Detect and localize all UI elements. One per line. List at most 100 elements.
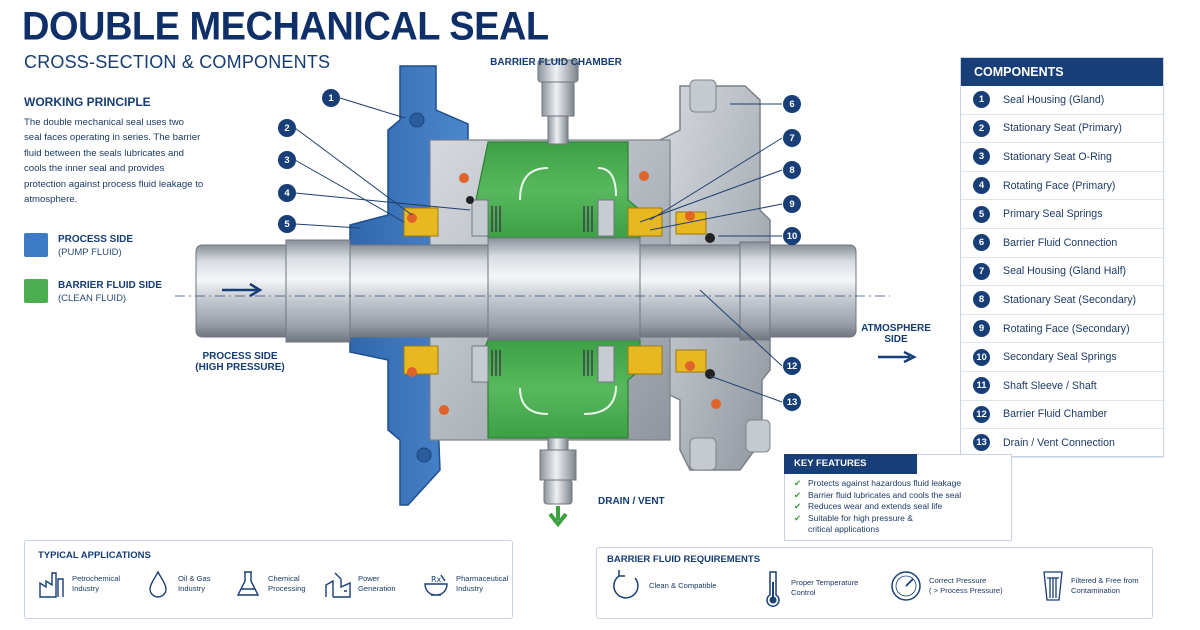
key-features-title: KEY FEATURES <box>784 454 917 474</box>
component-row: 1 Seal Housing (Gland) <box>961 86 1163 115</box>
legend-title: PROCESS SIDE <box>58 234 134 245</box>
key-feature-text: Reduces wear and extends seal life <box>808 501 943 511</box>
component-number: 2 <box>973 119 990 137</box>
key-feature-item: critical applications <box>794 524 961 536</box>
drain-arrow <box>548 506 568 528</box>
req-label: Proper Temperature <box>791 577 859 587</box>
callout-marker: 9 <box>783 195 801 213</box>
primary-springs <box>491 206 501 376</box>
req-label: ( > Process Pressure) <box>929 586 1003 595</box>
primary-rotating-face <box>471 199 489 237</box>
app-label: Power <box>358 573 380 583</box>
component-number: 13 <box>973 434 990 452</box>
component-number: 7 <box>973 262 990 280</box>
component-number: 11 <box>973 377 990 395</box>
callout-marker: 13 <box>783 393 801 411</box>
app-label: Processing <box>268 584 306 593</box>
component-number: 1 <box>973 91 990 109</box>
component-label: Stationary Seat (Secondary) <box>1003 293 1137 306</box>
app-label: Industry <box>178 584 206 593</box>
callout-marker: 2 <box>278 119 296 137</box>
working-principle-title: WORKING PRINCIPLE <box>24 95 151 109</box>
key-feature-item: ✔Barrier fluid lubricates and cools the … <box>794 490 961 502</box>
flow-arrow <box>519 387 549 415</box>
housing-bolt <box>745 419 771 453</box>
shaft-sleeve <box>487 237 641 341</box>
component-row: 10 Secondary Seal Springs <box>961 343 1163 372</box>
component-label: Primary Seal Springs <box>1003 208 1103 221</box>
req-label: Contamination <box>1071 586 1120 595</box>
req-label: Clean & Compatible <box>649 580 717 590</box>
flow-arrow <box>583 385 617 415</box>
component-label: Stationary Seat (Primary) <box>1003 122 1122 135</box>
component-row: 13 Drain / Vent Connection <box>961 429 1163 458</box>
component-number: 6 <box>973 234 990 252</box>
o-ring <box>407 213 417 223</box>
legend-swatch-blue <box>24 233 48 257</box>
key-feature-text: Barrier fluid lubricates and cools the s… <box>808 489 962 500</box>
gauge-icon <box>891 571 921 601</box>
power-plant-icon <box>325 572 351 598</box>
component-row: 9 Rotating Face (Secondary) <box>961 315 1163 344</box>
key-features-panel: KEY FEATURES ✔Protects against hazardous… <box>784 454 1012 541</box>
component-label: Drain / Vent Connection <box>1003 436 1115 449</box>
secondary-stationary-seat <box>627 345 663 375</box>
component-label: Seal Housing (Gland Half) <box>1003 265 1127 278</box>
check-icon: ✔ <box>794 478 802 488</box>
shaft-step <box>739 241 771 341</box>
shaft-step <box>285 239 351 343</box>
callout-marker: 7 <box>783 129 801 147</box>
component-number: 9 <box>973 320 990 338</box>
bottom-fitting <box>547 437 569 451</box>
flow-arrow <box>519 167 549 201</box>
atmosphere-side-label: ATMOSPHERE SIDE <box>858 323 934 345</box>
component-label: Seal Housing (Gland) <box>1003 93 1105 106</box>
secondary-rotating-face <box>597 345 615 383</box>
callout-marker: 5 <box>278 215 296 233</box>
secondary-stationary-seat <box>627 207 663 237</box>
legend-swatch-green <box>24 279 48 303</box>
component-number: 4 <box>973 177 990 195</box>
applications-title: TYPICAL APPLICATIONS <box>38 550 151 561</box>
key-feature-text: Suitable for high pressure & <box>808 512 913 523</box>
o-ring <box>639 171 649 181</box>
legend-sub: (PUMP FLUID) <box>58 247 122 258</box>
barrier-requirements-panel: BARRIER FLUID REQUIREMENTS Clean & Compa… <box>596 547 1153 619</box>
flow-arrow <box>597 167 617 197</box>
filter-icon <box>1043 571 1063 601</box>
component-label: Secondary Seal Springs <box>1003 351 1117 364</box>
barrier-chamber-label: BARRIER FLUID CHAMBER <box>490 57 622 68</box>
barrier-requirements-title: BARRIER FLUID REQUIREMENTS <box>607 554 761 565</box>
o-ring <box>439 405 449 415</box>
component-number: 10 <box>973 348 990 366</box>
legend-process-side: PROCESS SIDE (PUMP FLUID) <box>24 233 133 259</box>
key-feature-item: ✔Protects against hazardous fluid leakag… <box>794 478 961 490</box>
app-label: Industry <box>456 584 484 593</box>
component-label: Stationary Seat O-Ring <box>1003 150 1112 163</box>
app-label: Generation <box>358 584 396 593</box>
component-label: Rotating Face (Secondary) <box>1003 322 1130 335</box>
component-number: 12 <box>973 405 990 423</box>
req-label: Control <box>791 588 816 597</box>
secondary-springs <box>583 206 593 376</box>
process-side-label: PROCESS SIDE (HIGH PRESSURE) <box>190 351 290 373</box>
gland-bolt <box>409 112 425 128</box>
o-ring <box>685 211 695 221</box>
process-arrow <box>222 282 263 298</box>
bottom-fitting <box>539 449 577 481</box>
req-pressure: Correct Pressure( > Process Pressure) <box>889 568 1003 604</box>
app-label: Oil & Gas <box>178 573 211 583</box>
app-label: Pharmaceutical <box>456 573 509 583</box>
process-side-line1: PROCESS SIDE <box>202 351 278 362</box>
secondary-rotating-face <box>597 199 615 237</box>
